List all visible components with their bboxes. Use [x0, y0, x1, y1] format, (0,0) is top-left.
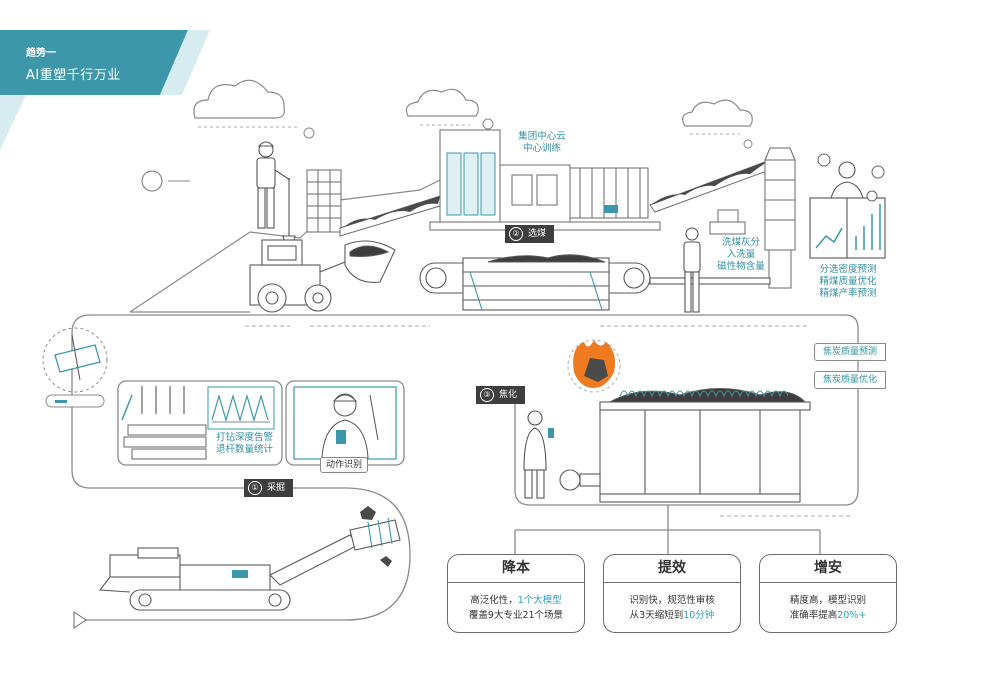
coin-icon [817, 153, 885, 202]
coal-rock-icon [360, 506, 392, 567]
loader-vehicle [249, 239, 396, 313]
step-label: 选煤 [528, 229, 547, 239]
cloud-center-line1: 集团中心云 [518, 131, 566, 142]
cloud-icon [193, 79, 753, 127]
scientist-figure [523, 410, 554, 499]
cloud-center-label: 集团中心云 中心训练 [506, 131, 578, 155]
step-label: 焦化 [499, 390, 518, 400]
analyst-metric: 精煤质量优化 [819, 276, 877, 287]
benefit-line: 覆盖9大专业21个场景 [468, 610, 564, 621]
washing-metric: 入洗量 [726, 249, 756, 260]
washing-metric: 磁性物含量 [717, 261, 765, 272]
benefit-card-safety: 增安 精度高，模型识别 准确率提高20%+ [759, 554, 897, 633]
coke-quality-predict-tag: 焦炭质量预测 [814, 343, 887, 361]
cloud-center-line2: 中心训练 [522, 143, 561, 154]
miner-worker-figure [256, 141, 296, 245]
step-tag-washing: ② 选煤 [505, 225, 555, 243]
burning-coal-icon [567, 339, 621, 393]
benefit-title: 提效 [604, 555, 740, 583]
benefit-line: 高泛化性，1个大模型 [470, 595, 562, 606]
analyst-metric: 精煤产率预测 [819, 288, 877, 299]
flow-start-arrow-icon [73, 611, 87, 629]
benefit-card-efficiency: 提效 识别快，规范性审核 从3天缩短到10分钟 [603, 554, 741, 633]
flame-icon [619, 390, 789, 398]
analyst-metrics-label: 分选密度预测 精煤质量优化 精煤产率预测 [812, 264, 884, 300]
step-label: 采掘 [267, 483, 286, 493]
office-building [306, 169, 342, 233]
step-tag-coking: ③ 焦化 [476, 386, 526, 404]
washing-metrics-label: 洗煤灰分 入洗量 磁性物含量 [708, 237, 774, 273]
action-recognition-panel [285, 380, 405, 466]
benefit-title: 降本 [448, 555, 584, 583]
drill-sensor-icon [42, 327, 108, 408]
drill-metric: 打钻深度告警 [216, 432, 274, 443]
step-number: ② [509, 227, 523, 241]
benefit-line: 精度高，模型识别 [789, 595, 866, 606]
step-number: ① [248, 481, 262, 495]
benefit-line: 从3天缩短到10分钟 [629, 610, 715, 621]
engineer-figure [683, 227, 701, 313]
action-recognition-label: 动作识别 [320, 457, 369, 473]
washing-conveyor-machine [419, 254, 771, 311]
shearer-machine [98, 517, 401, 611]
washing-metric: 洗煤灰分 [721, 237, 760, 248]
coke-quality-optimize-tag: 焦炭质量优化 [814, 371, 887, 389]
process-flow-line [71, 314, 859, 621]
step-tag-mining: ① 采掘 [244, 479, 294, 497]
page-title: AI重塑千行万业 [26, 68, 121, 83]
benefit-line: 准确率提高20%+ [789, 610, 867, 621]
benefit-title: 增安 [760, 555, 896, 583]
coal-washing-tower [709, 147, 796, 289]
benefit-line: 识别快，规范性审核 [629, 595, 715, 606]
right-conveyor [649, 159, 776, 213]
benefit-card-cost: 降本 高泛化性，1个大模型 覆盖9大专业21个场景 [447, 554, 585, 633]
trend-label: 趋势一 [26, 48, 56, 59]
banner-shape [0, 30, 210, 150]
drill-monitor-panel [117, 380, 283, 466]
growth-chart-icon [815, 204, 881, 250]
step-number: ③ [480, 388, 494, 402]
left-conveyor [339, 195, 441, 237]
analyst-metric: 分选密度预测 [819, 264, 877, 275]
coke-oven [559, 387, 811, 503]
drill-metrics-label: 打钻深度告警 退杆数量统计 [216, 432, 273, 456]
drill-metric: 退杆数量统计 [216, 444, 274, 455]
